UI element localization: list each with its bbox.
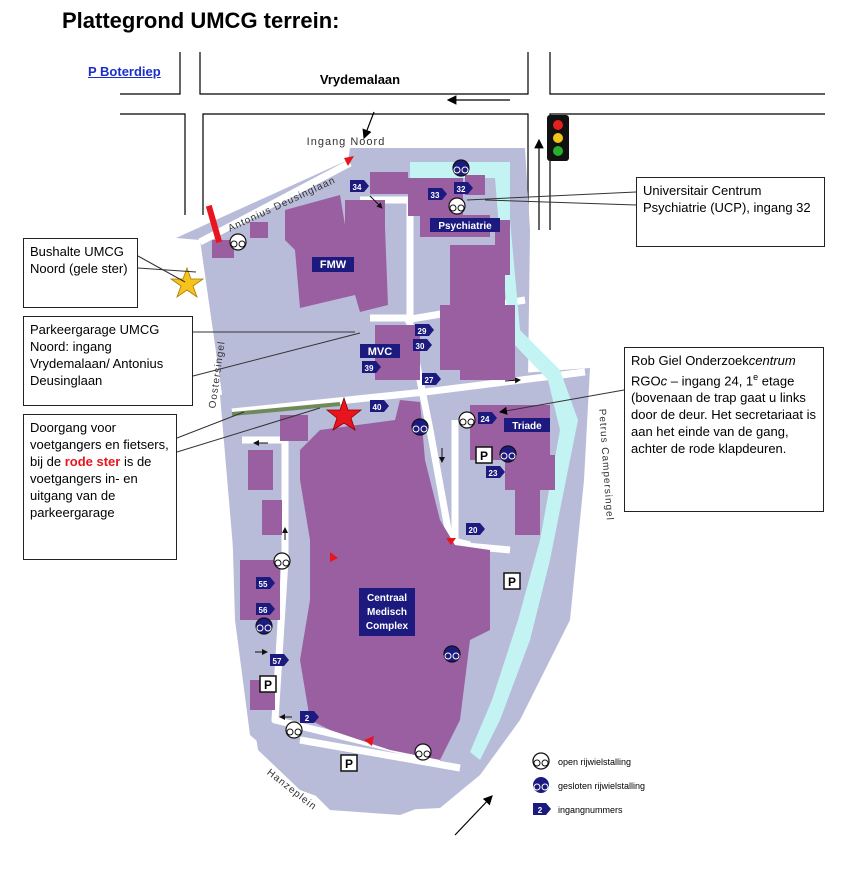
bike-icons (229, 159, 517, 761)
callout-ucp-text: Universitair Centrum Psychiatrie (UCP), … (643, 183, 811, 215)
entrance-tag-29: 29 (415, 324, 434, 336)
open-bike-stand-icon-10 (414, 743, 432, 761)
closed-bike-stand-icon-1 (452, 159, 470, 177)
svg-text:55: 55 (259, 580, 268, 589)
svg-text:56: 56 (259, 606, 268, 615)
callout-lines (137, 191, 637, 453)
callout-bushalte: Bushalte UMCG Noord (gele ster) (23, 238, 138, 308)
open-bike-stand-icon-9 (285, 721, 303, 739)
pedestrian-entrance-star-icon (325, 396, 363, 431)
entrance-tag-57: 57 (270, 654, 289, 666)
entrance-tag-24: 24 (478, 412, 497, 424)
svg-text:20: 20 (469, 526, 478, 535)
entrance-tag-40: 40 (370, 400, 389, 412)
entrance-tag-27: 27 (422, 373, 441, 385)
legend-closed: gesloten rijwielstalling (558, 781, 645, 791)
callout-bushalte-text: Bushalte UMCG Noord (gele ster) (30, 244, 128, 276)
legend-entrance-sample: 2 (538, 806, 543, 815)
svg-text:32: 32 (457, 185, 466, 194)
callout-robgiel-text-2: RGO (631, 373, 661, 389)
traffic-light-icon (547, 115, 569, 161)
parking-icon-triade: P (480, 449, 488, 463)
callout-parkeergarage: Parkeergarage UMCG Noord: ingang Vrydema… (23, 316, 193, 406)
callout-robgiel-ital2: c (660, 373, 668, 389)
street-ingang-noord: Ingang Noord (307, 136, 386, 148)
callout-robgiel-text-1: Rob Giel Onderzoek (631, 353, 749, 368)
direction-arrow-ingang-noord (362, 111, 375, 140)
svg-text:29: 29 (418, 327, 427, 336)
entrance-tags: 34 33 32 29 30 39 27 40 24 23 20 55 56 57 2 (256, 180, 505, 723)
street-vrydemalaan: Vrydemalaan (320, 72, 400, 87)
open-bike-stand-icon-4 (458, 411, 476, 429)
svg-text:24: 24 (481, 415, 490, 424)
entrance-tag-2: 2 (300, 711, 319, 723)
open-bike-stand-icon-2 (448, 197, 466, 215)
svg-text:33: 33 (431, 191, 440, 200)
parking-icons: P P P P (259, 446, 521, 772)
svg-text:27: 27 (425, 376, 434, 385)
svg-text:40: 40 (373, 403, 382, 412)
entrance-tag-39: 39 (362, 361, 381, 373)
entrance-markers (330, 156, 456, 746)
direction-arrow-hanzeplein (454, 795, 493, 836)
pedestrian-passage (231, 402, 341, 416)
legend-entrance: ingangnummers (558, 805, 623, 815)
entrance-tag-55: 55 (256, 577, 275, 589)
buildings (212, 172, 555, 760)
entrance-tag-33: 33 (428, 188, 447, 200)
street-petrus: Petrus Campersingel (596, 408, 615, 521)
building-labels: FMW MVC Psychiatrie Triade Centraal Medi… (312, 218, 550, 636)
label-cmc-1: Centraal (367, 593, 407, 604)
parking-icon-west: P (264, 678, 272, 692)
svg-text:39: 39 (365, 364, 374, 373)
closed-bike-stand-icon-8 (443, 645, 461, 663)
entrance-tag-30: 30 (413, 339, 432, 351)
open-bike-stand-icon-6 (273, 552, 291, 570)
callout-parkeergarage-text: Parkeergarage UMCG Noord: ingang Vrydema… (30, 322, 164, 388)
label-mvc: MVC (368, 346, 393, 358)
svg-text:23: 23 (489, 469, 498, 478)
legend-open: open rijwielstalling (558, 757, 631, 767)
walking-arrows (253, 195, 521, 720)
entrance-tag-20: 20 (466, 523, 485, 535)
entrance-tag-56: 56 (256, 603, 275, 615)
closed-bike-stand-icon-5 (499, 445, 517, 463)
label-cmc-2: Medisch (367, 607, 407, 618)
entrance-tag-34: 34 (350, 180, 369, 192)
callout-robgiel-ital: centrum (748, 353, 796, 368)
label-triade: Triade (512, 421, 542, 432)
parking-icon-east: P (508, 575, 516, 589)
parking-boterdiep-link[interactable]: P Boterdiep (88, 64, 161, 79)
entrance-tag-32: 32 (454, 182, 473, 194)
parking-icon-hanzeplein: P (345, 757, 353, 771)
closed-bike-stand-icon-7 (255, 617, 273, 635)
callout-doorgang-text-1: Doorgang voor voetgangers en fietsers, b… (30, 420, 169, 469)
entrance-tag-23: 23 (486, 466, 505, 478)
callout-robgiel-text-4: etage (bovenaan de trap gaat u links doo… (631, 373, 816, 457)
callout-robgiel-sup: e (753, 372, 759, 382)
water-canal (410, 162, 578, 760)
open-bike-stand-icon-0 (229, 233, 247, 251)
callout-doorgang-red: rode ster (64, 454, 121, 469)
map-legend: open rijwielstalling gesloten rijwielsta… (532, 752, 645, 815)
label-cmc-3: Complex (366, 621, 409, 632)
street-lines (120, 52, 825, 230)
bus-stop-star-icon (169, 266, 205, 299)
svg-text:34: 34 (353, 183, 362, 192)
parking-entrance-bar (205, 204, 223, 244)
page-title: Plattegrond UMCG terrein: (62, 8, 340, 33)
callout-robgiel: Rob Giel Onderzoekcentrum RGOc – ingang … (624, 347, 824, 512)
svg-text:57: 57 (273, 657, 282, 666)
callout-robgiel-text-3: – ingang 24, 1 (667, 373, 754, 389)
callout-doorgang-text-2: is de voetgangers in- en uitgang van de … (30, 454, 152, 520)
callout-ucp: Universitair Centrum Psychiatrie (UCP), … (636, 177, 825, 247)
closed-bike-stand-icon-3 (411, 418, 429, 436)
label-psychiatrie: Psychiatrie (438, 221, 492, 232)
svg-text:30: 30 (416, 342, 425, 351)
svg-text:2: 2 (305, 714, 310, 723)
label-fmw: FMW (320, 259, 347, 271)
callout-doorgang: Doorgang voor voetgangers en fietsers, b… (23, 414, 177, 560)
